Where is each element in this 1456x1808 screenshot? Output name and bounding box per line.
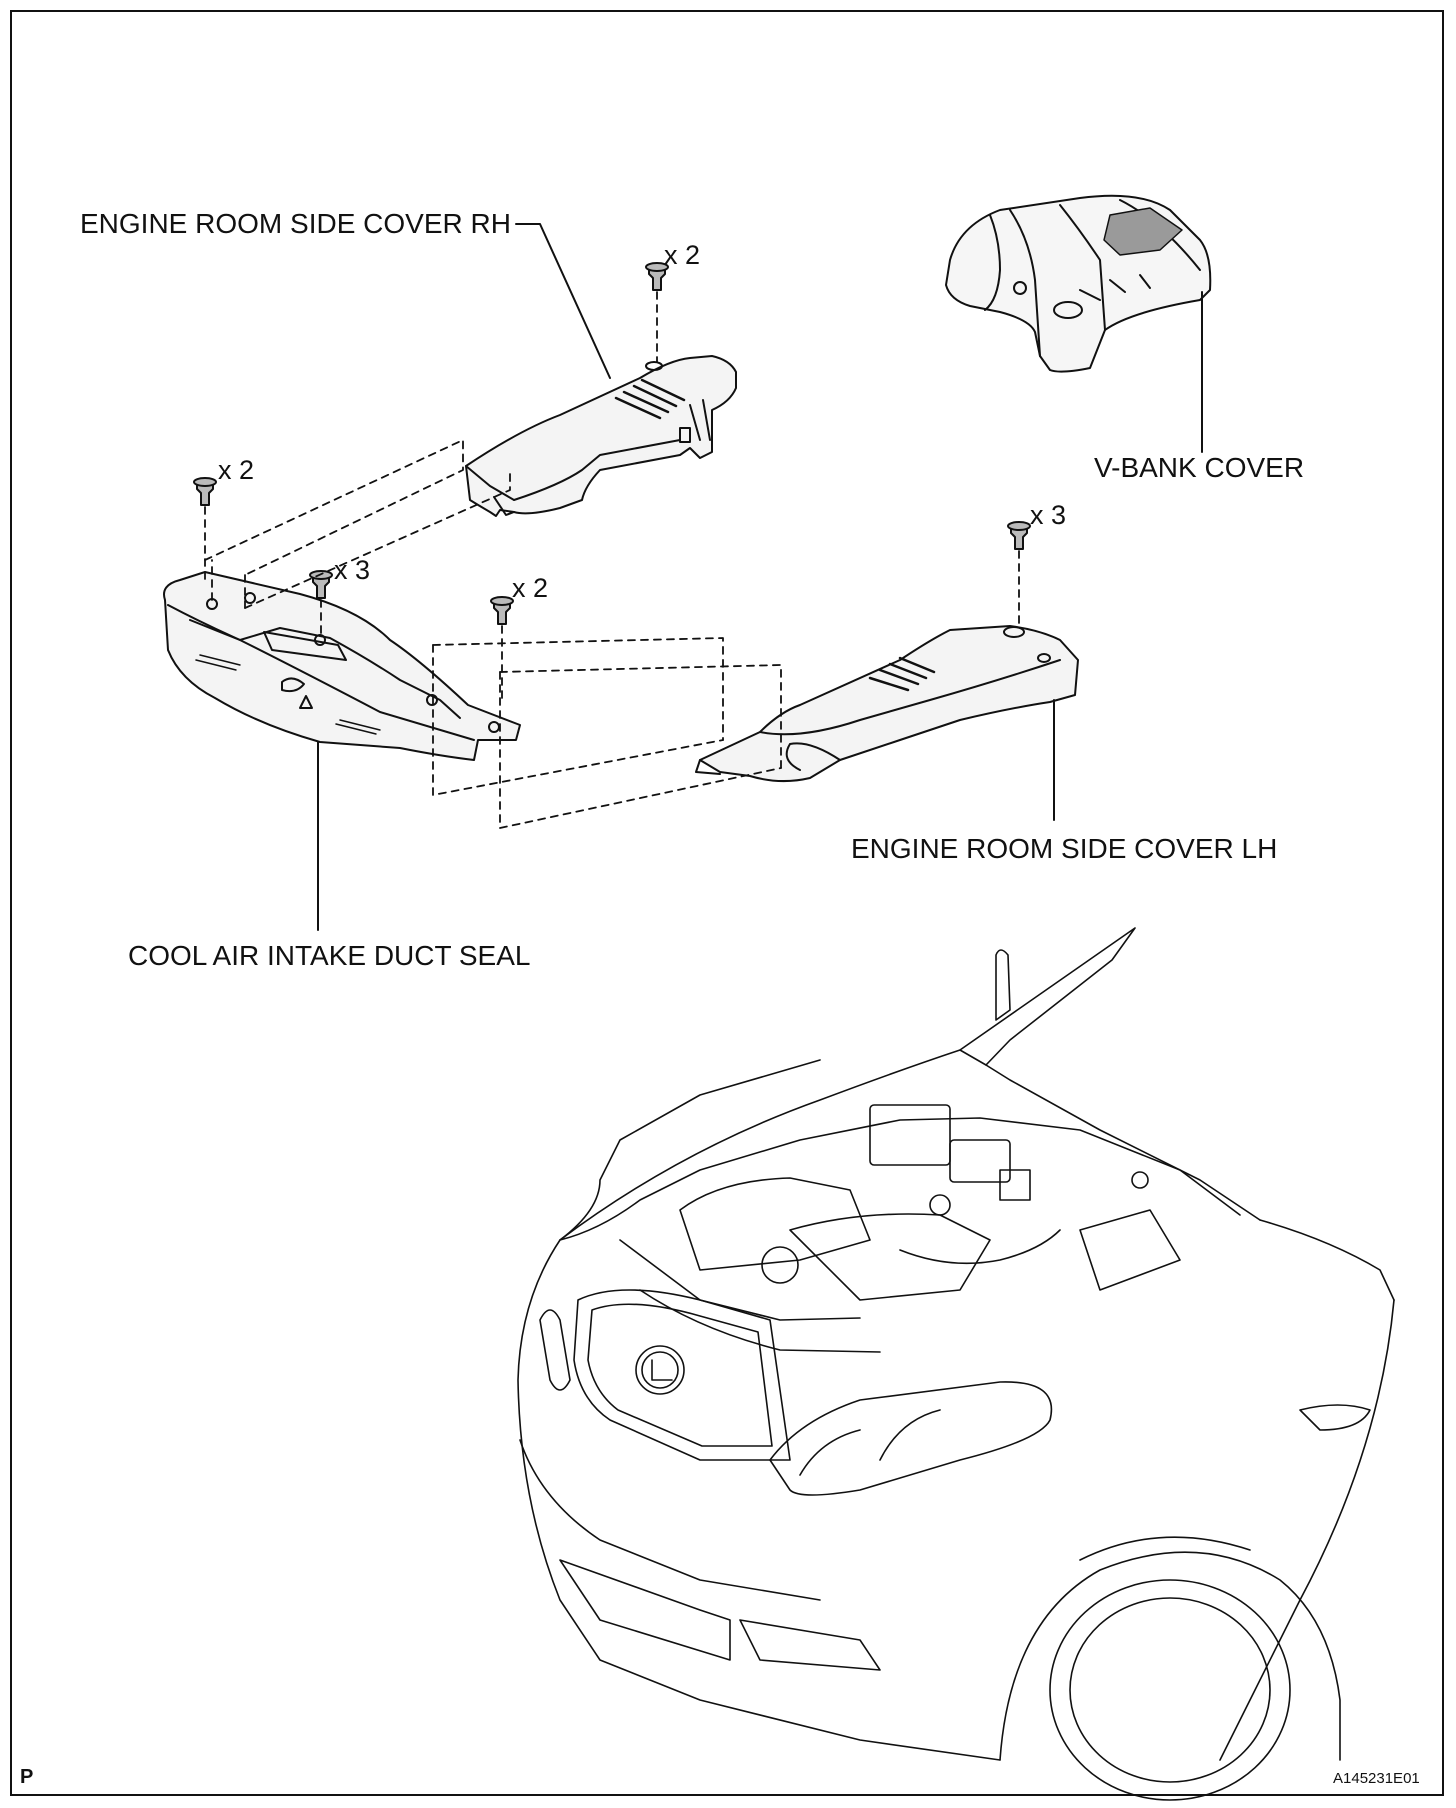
figure-id: A145231E01	[1333, 1770, 1420, 1787]
qty-lh-cover-clips: x 3	[1030, 500, 1067, 530]
clip-icon	[645, 262, 669, 291]
label-engine-room-side-cover-rh: ENGINE ROOM SIDE COVER RH	[80, 208, 511, 239]
vehicle-front-view	[517, 927, 1395, 1801]
qty-seal-right-clips: x 2	[512, 573, 549, 603]
qty-seal-left-clips: x 2	[218, 455, 255, 485]
label-cool-air-intake-duct-seal: COOL AIR INTAKE DUCT SEAL	[128, 940, 531, 971]
engine-room-side-cover-rh-part	[465, 355, 737, 517]
clip-icon	[490, 596, 514, 625]
clip-icon	[193, 477, 217, 506]
clip-icon	[309, 570, 333, 599]
engine-room-side-cover-lh-part	[695, 625, 1079, 782]
clip-icon	[1007, 521, 1031, 550]
alignment-dashed-lines	[204, 291, 1020, 829]
leader-lines	[317, 223, 1203, 931]
qty-rh-cover-clips: x 2	[664, 240, 701, 270]
label-v-bank-cover: V-BANK COVER	[1094, 452, 1305, 483]
page-marker: P	[20, 1766, 34, 1788]
qty-seal-center-clips: x 3	[334, 555, 371, 585]
clip-icons	[193, 262, 1031, 625]
cool-air-intake-duct-seal-part	[163, 571, 521, 761]
v-bank-cover-part	[945, 194, 1212, 373]
label-engine-room-side-cover-lh: ENGINE ROOM SIDE COVER LH	[851, 833, 1278, 864]
illustration-frame	[10, 10, 1444, 1796]
